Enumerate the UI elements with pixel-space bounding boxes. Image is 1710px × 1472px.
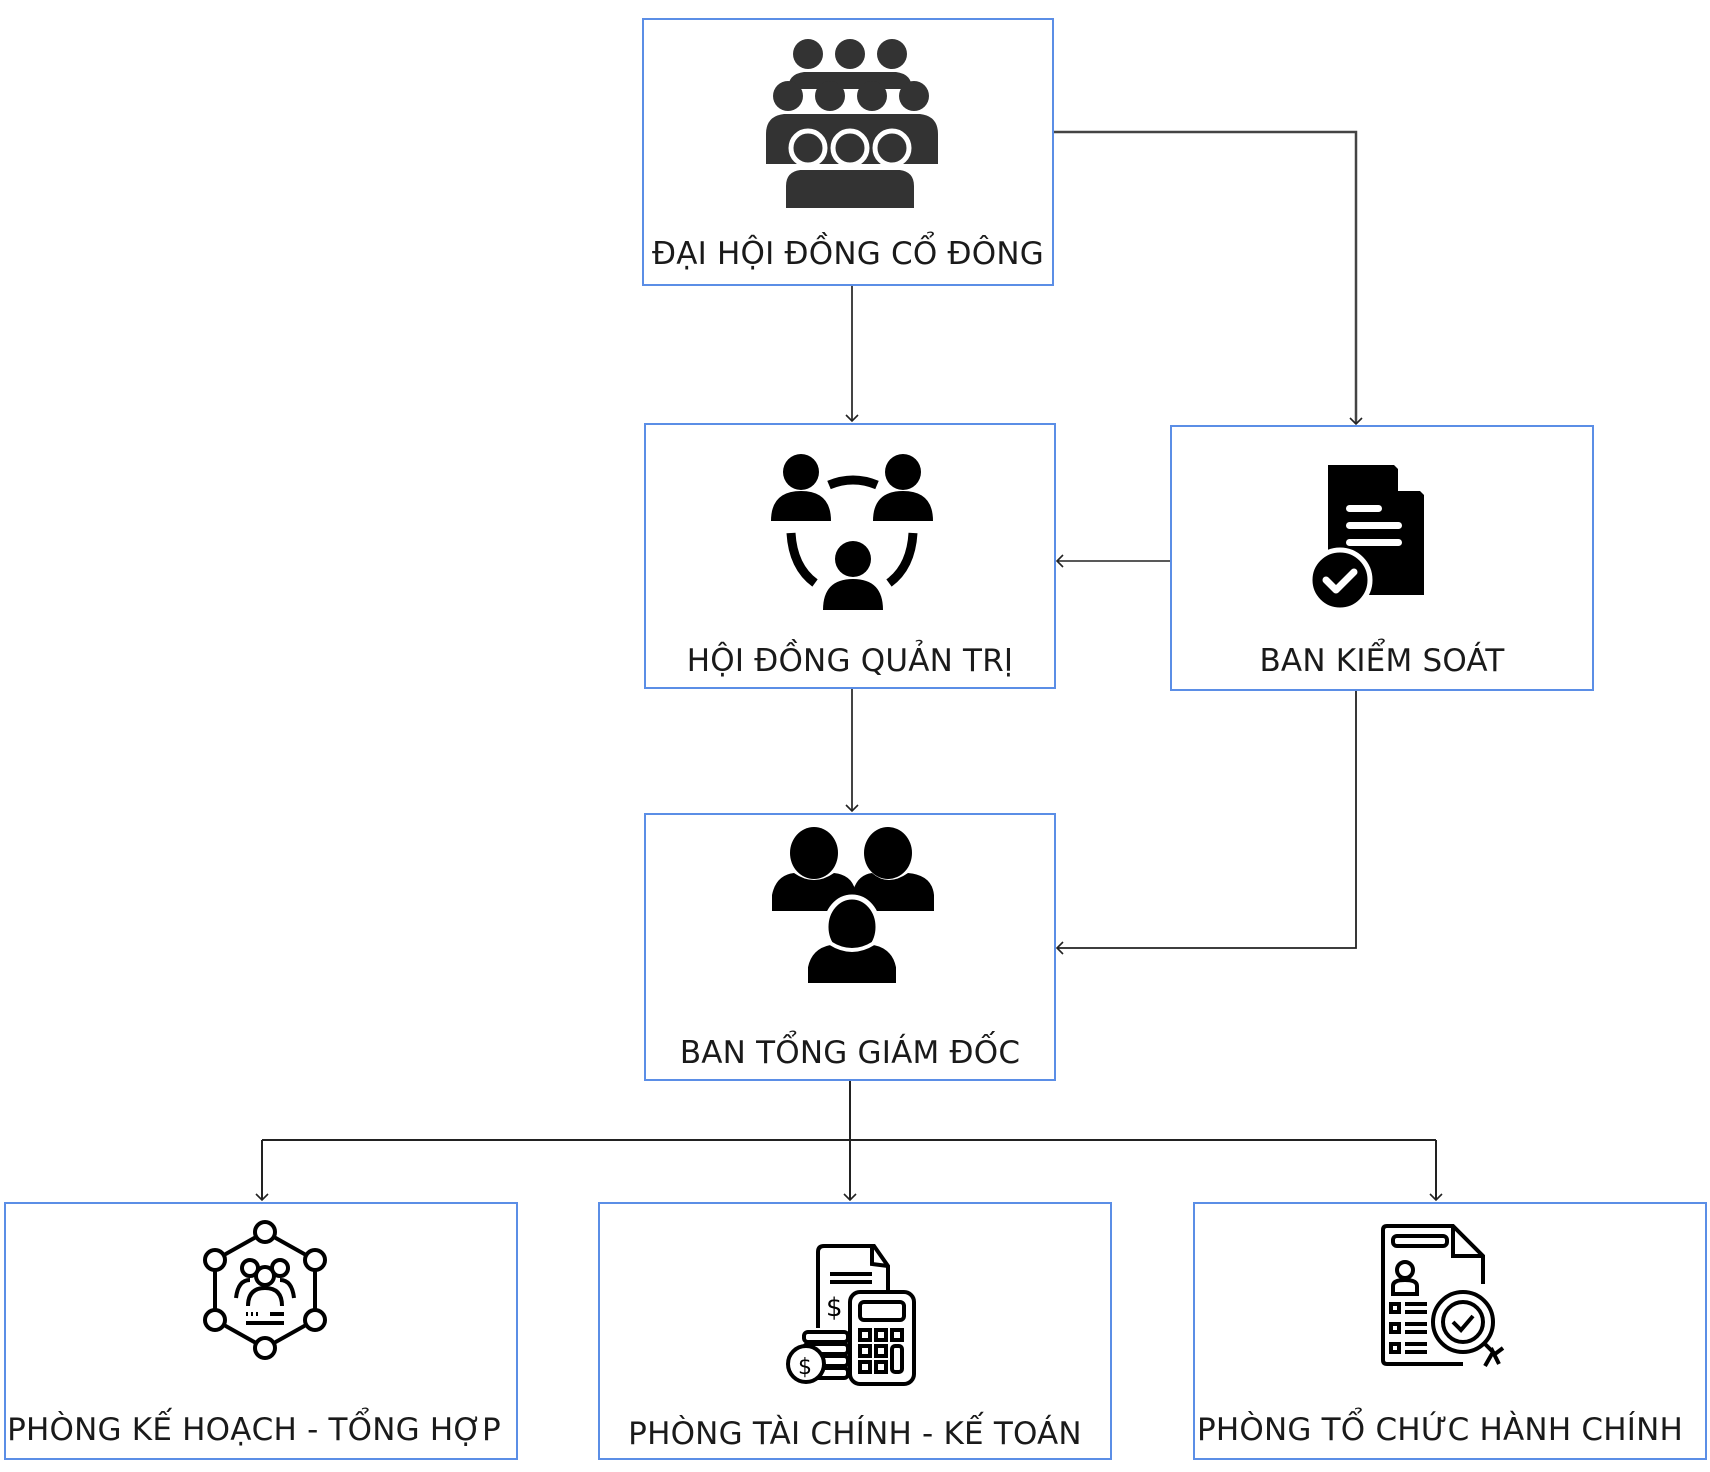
node-label: ĐẠI HỘI ĐỒNG CỔ ĐÔNG — [652, 236, 1044, 272]
resume-verified-search-icon — [1381, 1224, 1505, 1367]
node-phong-to-chuc-hanh-chinh[interactable]: PHÒNG TỔ CHỨC HÀNH CHÍNH — [1193, 1202, 1707, 1460]
edge-dhdcd-bks — [1054, 130, 1363, 426]
approved-document-icon — [1312, 465, 1424, 611]
node-hoi-dong-quan-tri[interactable]: HỘI ĐỒNG QUẢN TRỊ — [644, 423, 1056, 689]
svg-text:$: $ — [798, 1355, 812, 1380]
node-label: PHÒNG KẾ HOẠCH - TỔNG HỢP — [7, 1412, 501, 1448]
node-dai-hoi-dong-co-dong[interactable]: ĐẠI HỘI ĐỒNG CỔ ĐÔNG — [642, 18, 1054, 286]
invoice-calculator-coins-icon: $ $ — [786, 1244, 916, 1386]
node-phong-ke-hoach-tong-hop[interactable]: PHÒNG KẾ HOẠCH - TỔNG HỢP — [4, 1202, 518, 1460]
node-label: BAN TỔNG GIÁM ĐỐC — [679, 1035, 1021, 1071]
node-phong-tai-chinh-ke-toan[interactable]: $ $ PHÒNG TÀI CHÍNH - KẾ TOÁN — [598, 1202, 1112, 1460]
audience-group-icon — [766, 39, 938, 212]
node-ban-kiem-soat[interactable]: BAN KIỂM SOÁT — [1170, 425, 1594, 691]
node-label: BAN KIỂM SOÁT — [1259, 643, 1505, 679]
node-label: HỘI ĐỒNG QUẢN TRỊ — [686, 643, 1014, 679]
node-label: PHÒNG TÀI CHÍNH - KẾ TOÁN — [628, 1416, 1082, 1452]
executive-group-icon — [772, 827, 934, 987]
svg-text:$: $ — [826, 1293, 843, 1323]
edge-bks-btgd — [1055, 691, 1357, 955]
node-ban-tong-giam-doc[interactable]: BAN TỔNG GIÁM ĐỐC — [644, 813, 1056, 1081]
node-label: PHÒNG TỔ CHỨC HÀNH CHÍNH — [1197, 1412, 1683, 1448]
hexagon-network-people-icon — [203, 1220, 327, 1360]
team-network-icon — [771, 454, 933, 610]
